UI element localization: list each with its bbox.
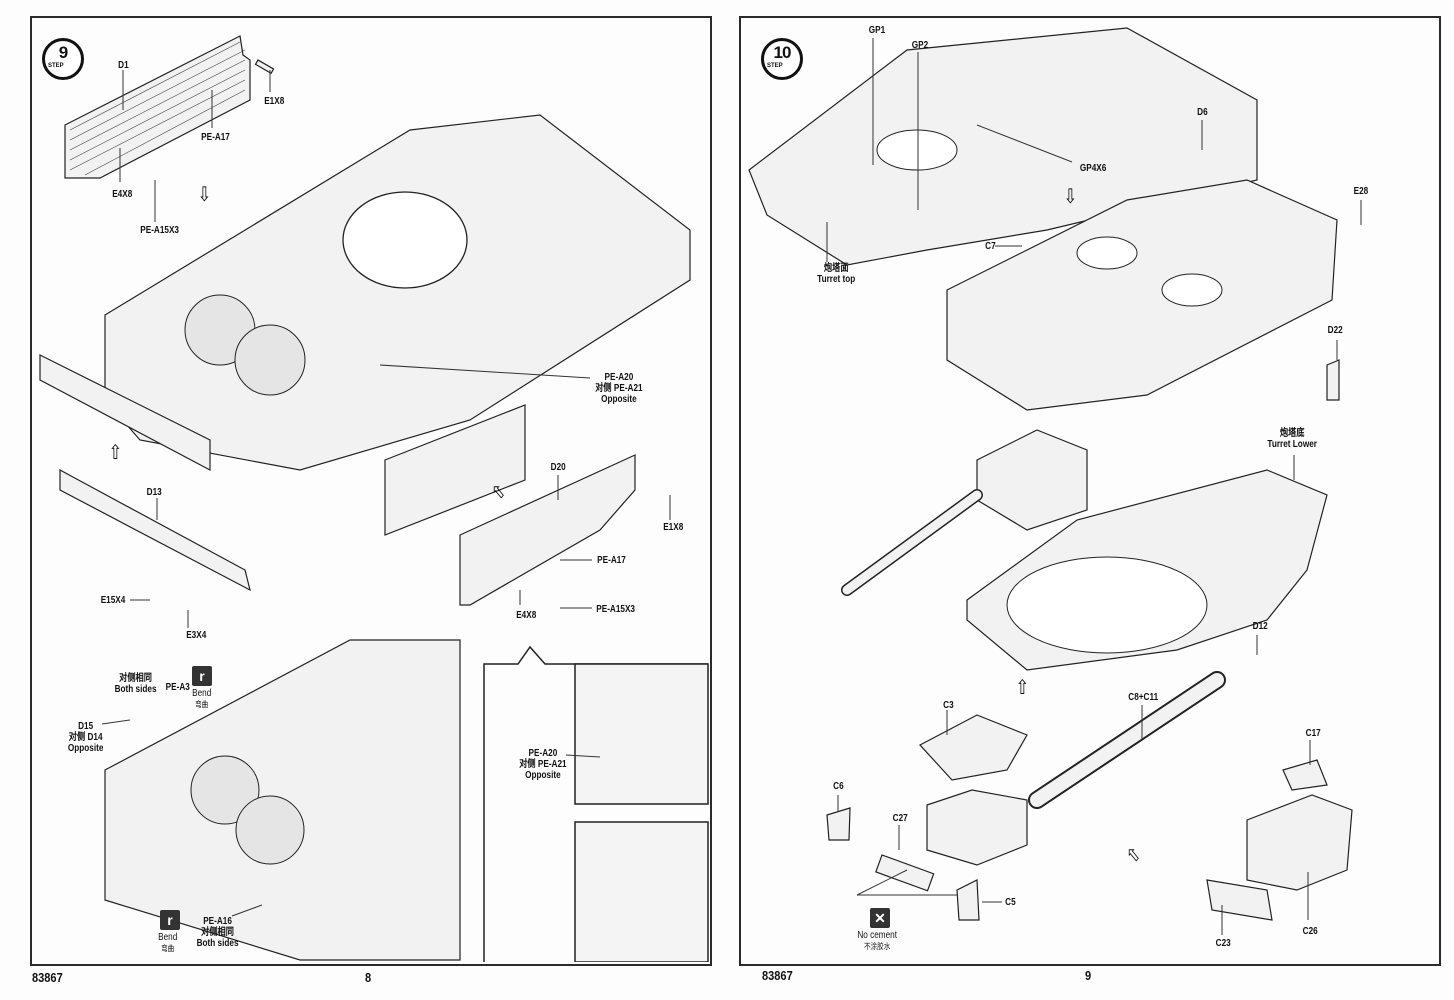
engine-fan-right-2 xyxy=(235,795,305,865)
side-skirt-grille-right xyxy=(384,404,526,536)
turret-body xyxy=(946,179,1338,411)
assembly-arrow-up-icon-2: ⇧ xyxy=(1015,677,1030,699)
label-c3: C3 xyxy=(943,700,954,711)
detail-inset-top xyxy=(574,663,709,805)
turret-ring xyxy=(342,191,468,289)
label-pe-a15x3-bottom: PE-A15X3 xyxy=(596,604,635,615)
step-10-illustration xyxy=(748,27,1362,935)
page-8: 9 STEP xyxy=(30,16,712,985)
assembly-arrow-diag-icon-2: ⬁ xyxy=(1126,844,1141,866)
assembly-arrow-down-icon-2: ⇩ xyxy=(1063,186,1078,208)
label-both-sides: 对侧相同 Both sides xyxy=(114,673,157,695)
label-e1x8-bottom: E1X8 xyxy=(663,522,684,533)
label-c26: C26 xyxy=(1302,926,1318,937)
label-c5: C5 xyxy=(1005,897,1016,908)
label-d12: D12 xyxy=(1252,621,1268,632)
label-c17: C17 xyxy=(1305,728,1321,739)
part-c6 xyxy=(826,807,851,841)
engine-fan-right xyxy=(234,324,306,396)
label-no-cement: No cement 不涂胶水 xyxy=(857,930,898,951)
page-9: 10 STEP xyxy=(727,0,1454,1000)
label-gp1: GP1 xyxy=(868,25,886,36)
bend-icon: r xyxy=(192,666,212,686)
label-c7: C7 xyxy=(985,241,996,252)
label-c27: C27 xyxy=(892,813,908,824)
label-d15: D15 对侧 D14 Opposite xyxy=(67,721,104,754)
tank-hull xyxy=(104,114,691,471)
part-c17 xyxy=(1282,759,1328,791)
label-bend-2: Bend 弯曲 xyxy=(158,932,178,953)
label-c23: C23 xyxy=(1215,938,1231,949)
label-c6: C6 xyxy=(833,781,844,792)
bend-icon-2: r xyxy=(160,910,180,930)
pin-e1x8 xyxy=(254,59,275,75)
label-pe-a3: PE-A3 xyxy=(165,682,190,693)
step-9-badge: 9 STEP xyxy=(42,38,84,80)
no-cement-icon: ✕ xyxy=(870,908,890,928)
label-c8-c11: C8+C11 xyxy=(1128,692,1159,703)
step-9-illustration xyxy=(39,35,709,962)
label-d6: D6 xyxy=(1197,107,1208,118)
engine-fan-left-2 xyxy=(190,755,260,825)
label-e1x8-top: E1X8 xyxy=(264,96,285,107)
turret-top-hatch-ring xyxy=(876,129,958,171)
label-d20: D20 xyxy=(550,462,566,473)
assembly-arrow-down-icon: ⇩ xyxy=(197,184,212,206)
detail-callout-frame xyxy=(483,645,708,962)
label-gp2: GP2 xyxy=(911,40,929,51)
page-9-frame xyxy=(739,16,1441,966)
kit-number-right: 83867 xyxy=(762,968,793,983)
assembly-arrow-diag-icon: ⬁ xyxy=(491,481,506,503)
label-turret-top: 炮塔面 Turret top xyxy=(817,263,856,285)
part-c27 xyxy=(875,854,935,892)
label-gp4x6: GP4X6 xyxy=(1079,163,1107,174)
label-pe-a17-top: PE-A17 xyxy=(201,132,230,143)
assembly-arrow-up-icon: ⇧ xyxy=(108,442,123,464)
part-c26 xyxy=(1246,794,1353,891)
label-pe-a20: PE-A20 对侧 PE-A21 Opposite xyxy=(595,372,643,405)
label-e4x8-top: E4X8 xyxy=(112,189,133,200)
part-c5 xyxy=(956,879,980,921)
rear-grille-d13 xyxy=(59,468,251,592)
part-d22 xyxy=(1326,359,1340,401)
label-bend: Bend 弯曲 xyxy=(192,688,212,709)
label-d1: D1 xyxy=(118,60,129,71)
detail-inset-bottom xyxy=(574,821,709,962)
page-number-9: 9 xyxy=(1085,968,1092,983)
label-pe-a15x3-top: PE-A15X3 xyxy=(140,225,179,236)
breech-box xyxy=(926,789,1028,866)
label-detail-pe-a20: PE-A20 对侧 PE-A21 Opposite xyxy=(519,748,567,781)
label-e3x4: E3X4 xyxy=(186,630,207,641)
label-e4x8-bottom: E4X8 xyxy=(516,610,537,621)
page-8-frame xyxy=(30,16,712,966)
kit-number-left: 83867 xyxy=(32,970,63,985)
part-c23 xyxy=(1206,879,1273,921)
label-pe-a16: PE-A16 对侧相同 Both sides xyxy=(196,916,239,949)
side-skirt-grille-d1 xyxy=(64,35,251,179)
side-skirt-grille-d20 xyxy=(459,454,636,606)
label-d13: D13 xyxy=(146,487,162,498)
part-c3 xyxy=(919,714,1028,781)
label-e15x4: E15X4 xyxy=(100,595,126,606)
page-number-8: 8 xyxy=(365,970,372,985)
label-turret-lower: 炮塔底 Turret Lower xyxy=(1267,428,1317,450)
gun-mantlet xyxy=(976,429,1088,531)
label-pe-a17-bottom: PE-A17 xyxy=(597,555,626,566)
rear-grille xyxy=(39,354,211,471)
label-e28: E28 xyxy=(1353,186,1369,197)
step-10-badge: 10 STEP xyxy=(761,38,803,80)
label-d22: D22 xyxy=(1327,325,1343,336)
